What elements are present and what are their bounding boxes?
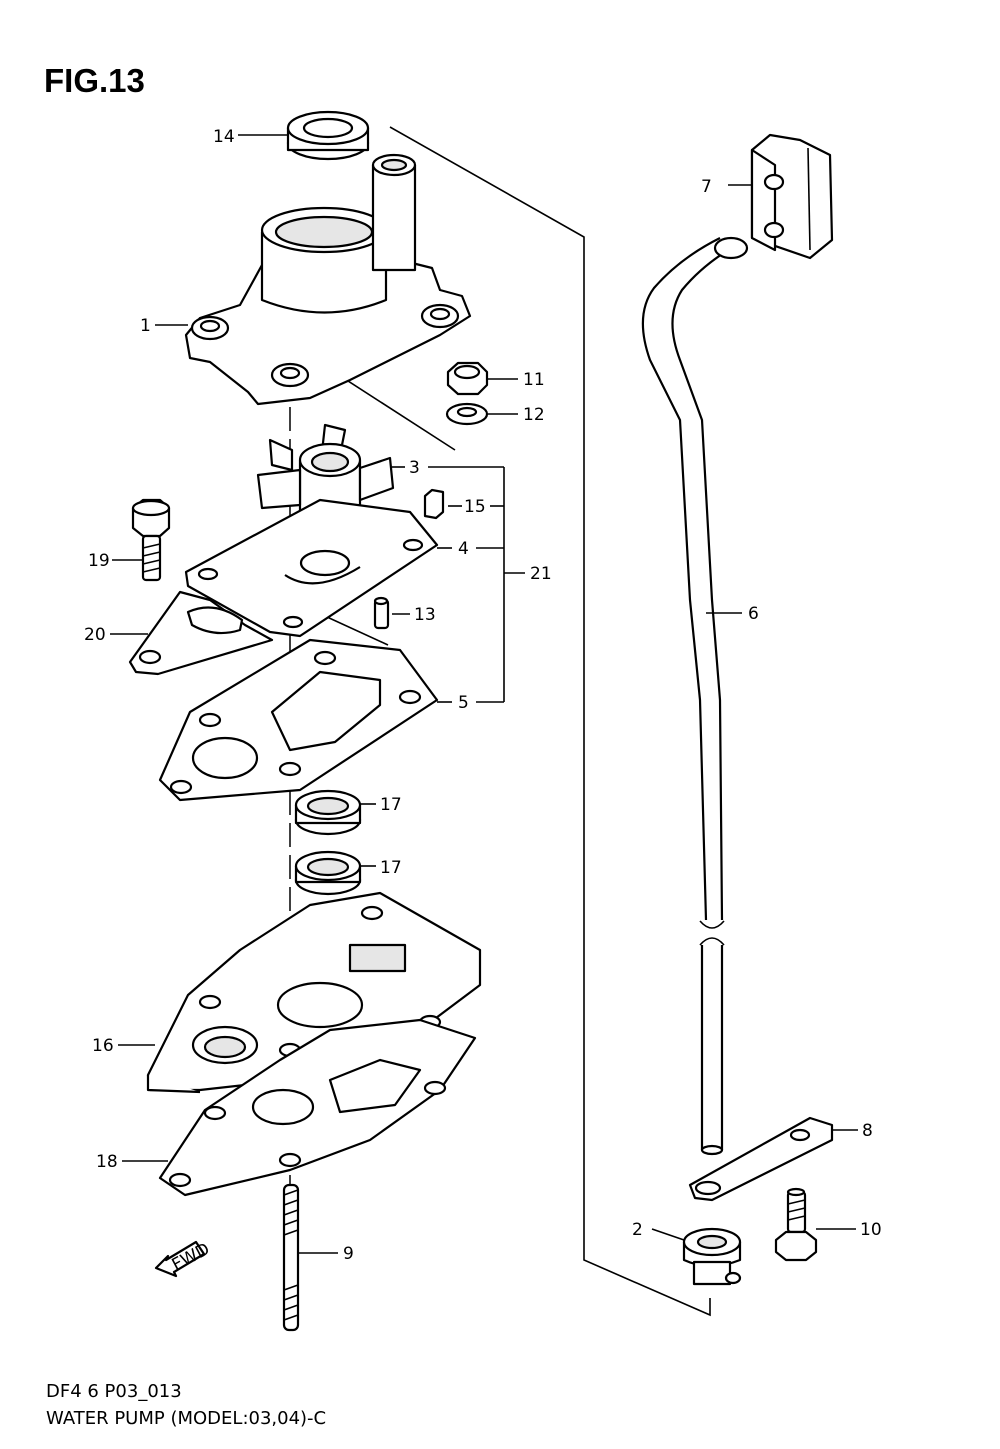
part-5-gasket: [158, 638, 439, 802]
callout-2: 2: [632, 1220, 643, 1240]
part-7-grommet: [750, 133, 834, 260]
callout-8: 8: [862, 1121, 873, 1141]
part-10-bolt: [774, 1187, 818, 1262]
forward-direction-arrow: FWD: [154, 1239, 213, 1278]
callout-20: 20: [84, 625, 106, 645]
assembly-guide-line: [389, 126, 711, 1317]
part-17-seal-upper: [294, 789, 362, 836]
part-17-seal-lower: [294, 850, 362, 896]
part-1-pump-case: [184, 153, 472, 406]
callout-10: 10: [860, 1220, 882, 1240]
part-8-bracket: [688, 1116, 834, 1202]
callout-5: 5: [458, 693, 469, 713]
callout-6: 6: [748, 604, 759, 624]
part-3-impeller: [256, 423, 395, 527]
part-11-nut: [446, 361, 489, 396]
part-20-plate: [128, 590, 274, 676]
callout-16: 16: [92, 1036, 114, 1056]
callout-21: 21: [530, 564, 552, 584]
figure-caption: WATER PUMP (MODEL:03,04)-C: [46, 1408, 327, 1429]
callout-12: 12: [523, 405, 545, 425]
callout-17-upper: 17: [380, 795, 402, 815]
leader-lines: [110, 134, 858, 1254]
callout-15: 15: [464, 497, 486, 517]
part-15-key: [423, 488, 445, 520]
callout-9: 9: [343, 1244, 354, 1264]
figure-title: FIG.13: [44, 62, 145, 99]
callout-13: 13: [414, 605, 436, 625]
callout-17-lower: 17: [380, 858, 402, 878]
part-6-water-tube: [641, 236, 749, 1156]
callout-1: 1: [140, 316, 151, 336]
part-9-stud-bolt: [282, 1183, 300, 1332]
callout-18: 18: [96, 1152, 118, 1172]
part-4-pump-plate: [184, 498, 439, 638]
callout-4: 4: [458, 539, 469, 559]
callout-7: 7: [701, 177, 712, 197]
callout-labels: 14 1 7 11 12 3 15 4 21 13 19 20 5 17 17 …: [84, 127, 882, 1264]
part-12-washer: [445, 402, 489, 426]
part-18-gasket: [158, 1018, 477, 1197]
callout-19: 19: [88, 551, 110, 571]
callout-14: 14: [213, 127, 235, 147]
callout-3: 3: [409, 458, 420, 478]
part-2-bush: [682, 1227, 742, 1286]
figure-code: DF4 6 P03_013: [46, 1381, 182, 1402]
part-13-dowel-pin: [373, 596, 390, 630]
part-14-oil-seal: [286, 110, 370, 161]
callout-11: 11: [523, 370, 545, 390]
part-19-bolt: [131, 498, 171, 582]
